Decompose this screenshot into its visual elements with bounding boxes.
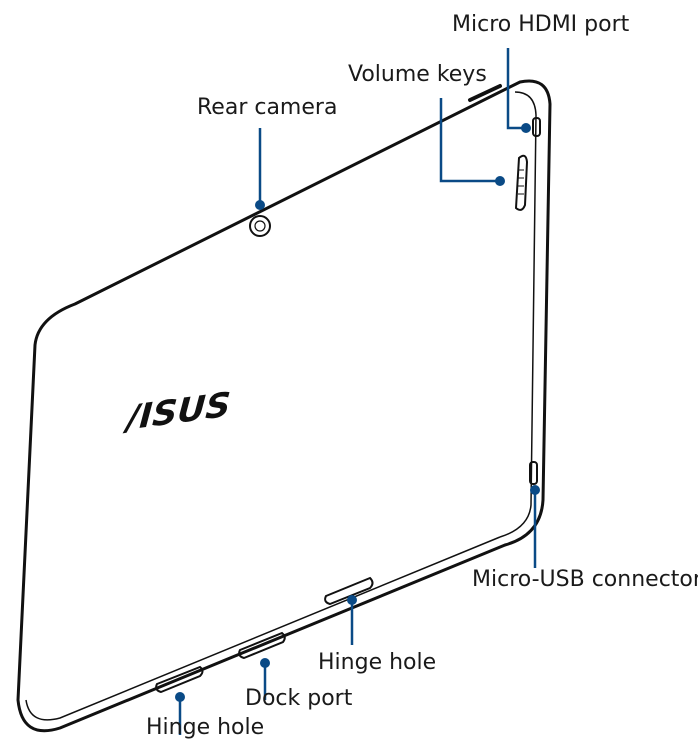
dock-port-shape: [238, 631, 286, 660]
callout-dot-dock: [260, 658, 270, 668]
callout-dot-volume: [495, 176, 505, 186]
tablet-bottom-edge: [25, 536, 501, 721]
rear-camera-lens: [254, 220, 266, 232]
hinge-hole-right-shape: [324, 576, 374, 606]
callout-lines: [178, 48, 537, 735]
callout-dot-usb: [530, 485, 540, 495]
callout-dot-hinge-left: [175, 692, 185, 702]
callout-line-volume: [439, 98, 500, 183]
callout-dot-camera: [255, 200, 265, 210]
micro-hdmi-port-shape: [532, 117, 541, 137]
top-edge-button: [468, 84, 502, 102]
label-hinge-hole-left: Hinge hole: [146, 715, 265, 740]
callout-line-hdmi: [506, 48, 526, 130]
callout-dot-hinge-right: [347, 595, 357, 605]
rear-camera-shape: [249, 215, 271, 237]
callout-dot-hdmi: [521, 123, 531, 133]
label-rear-camera: Rear camera: [197, 95, 338, 120]
label-volume-keys: Volume keys: [348, 62, 487, 87]
tablet-inner-edge: [499, 91, 537, 538]
label-micro-hdmi-port: Micro HDMI port: [452, 12, 630, 37]
hinge-hole-left-shape: [155, 665, 204, 694]
callout-dots: [175, 123, 540, 702]
tablet-outline: [16, 79, 552, 733]
label-hinge-hole-right: Hinge hole: [318, 650, 437, 675]
label-dock-port: Dock port: [245, 686, 353, 711]
micro-usb-port-shape: [529, 461, 538, 485]
volume-keys-shape: [514, 154, 529, 211]
label-micro-usb-connector: Micro-USB connector: [472, 567, 698, 592]
